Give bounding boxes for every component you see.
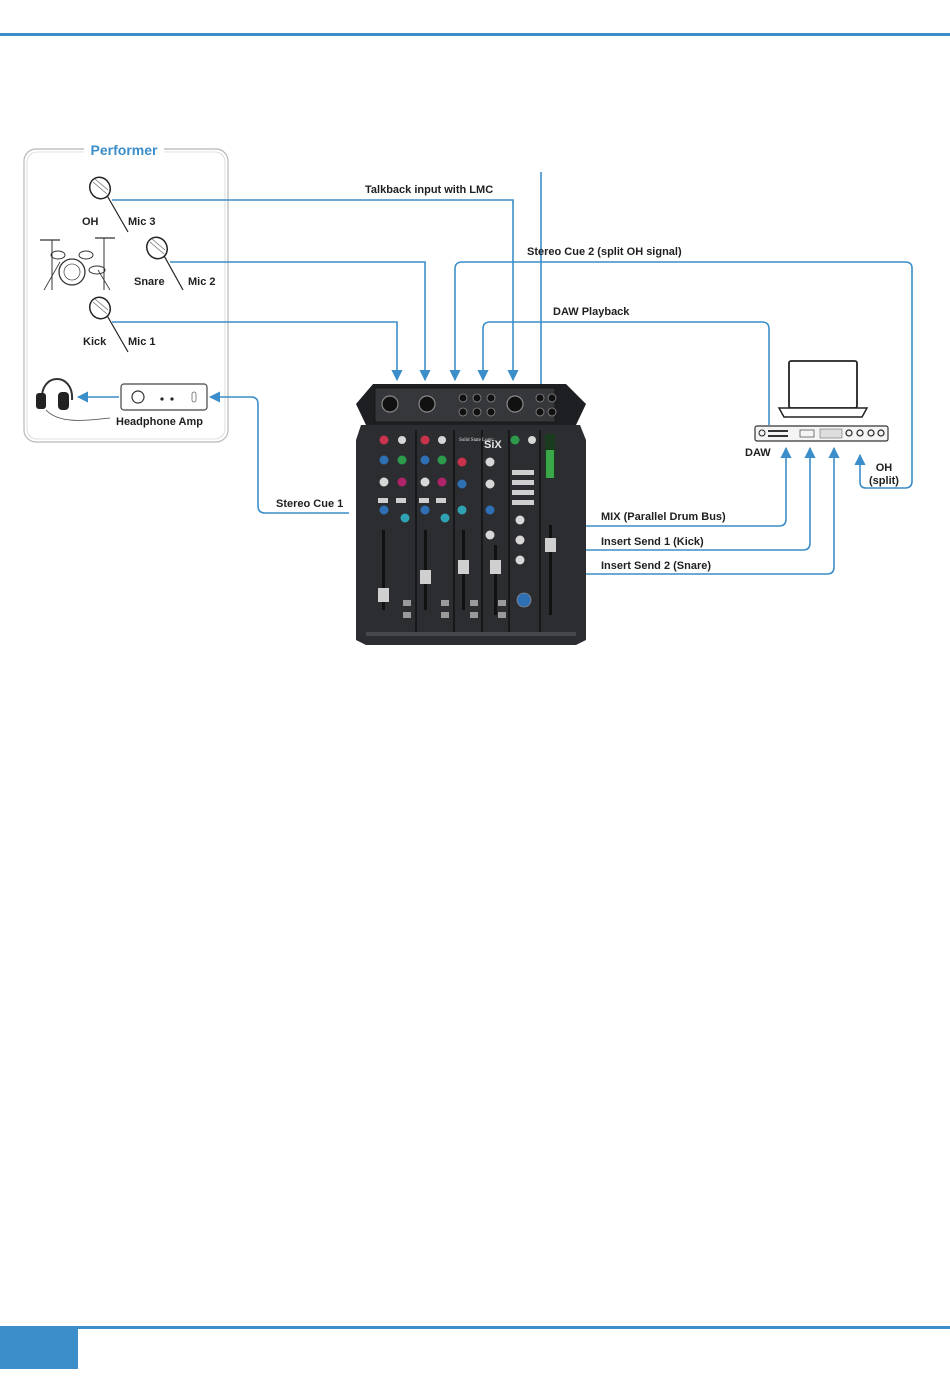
- headphone-amp-icon: [121, 384, 207, 410]
- oh-split-label-line1: OH: [876, 462, 893, 474]
- console-model-logo: SiX: [484, 439, 502, 451]
- drum-kit-icon: [40, 238, 115, 290]
- mic-1-right-label: Mic 1: [128, 336, 156, 348]
- audio-interface-icon: [755, 426, 888, 441]
- page-number-tab: [0, 1329, 78, 1369]
- mic-1-left-label: Kick: [83, 336, 107, 348]
- headphones-icon: [36, 379, 110, 420]
- daw-label: DAW: [745, 447, 771, 459]
- mic-2-right-label: Mic 2: [188, 276, 216, 288]
- stereo-cue-2-label: Stereo Cue 2 (split OH signal): [527, 246, 682, 258]
- performer-title: Performer: [91, 142, 158, 158]
- headphone-amp-label: Headphone Amp: [116, 416, 203, 428]
- six-console-image: Solid State Logic SiX: [356, 384, 586, 645]
- wire-oh-split-to-daw: [860, 455, 866, 488]
- wire-stereo-cue-1: [210, 397, 349, 513]
- talkback-label: Talkback input with LMC: [365, 184, 493, 196]
- wire-mic3-talkback: [112, 200, 513, 380]
- wire-insert-send-1: [580, 448, 810, 550]
- wire-mic1: [112, 322, 397, 380]
- footer-rule: [0, 1326, 950, 1329]
- mix-label: MIX (Parallel Drum Bus): [601, 511, 726, 523]
- laptop-icon: [779, 361, 867, 417]
- oh-split-label-line2: (split): [869, 475, 899, 487]
- insert-send-2-label: Insert Send 2 (Snare): [601, 560, 711, 572]
- mic-3-right-label: Mic 3: [128, 216, 156, 228]
- mic-2-left-label: Snare: [134, 276, 165, 288]
- insert-send-1-label: Insert Send 1 (Kick): [601, 536, 704, 548]
- daw-playback-label: DAW Playback: [553, 306, 630, 318]
- stereo-cue-1-label: Stereo Cue 1: [276, 498, 343, 510]
- mic-3-left-label: OH: [82, 216, 99, 228]
